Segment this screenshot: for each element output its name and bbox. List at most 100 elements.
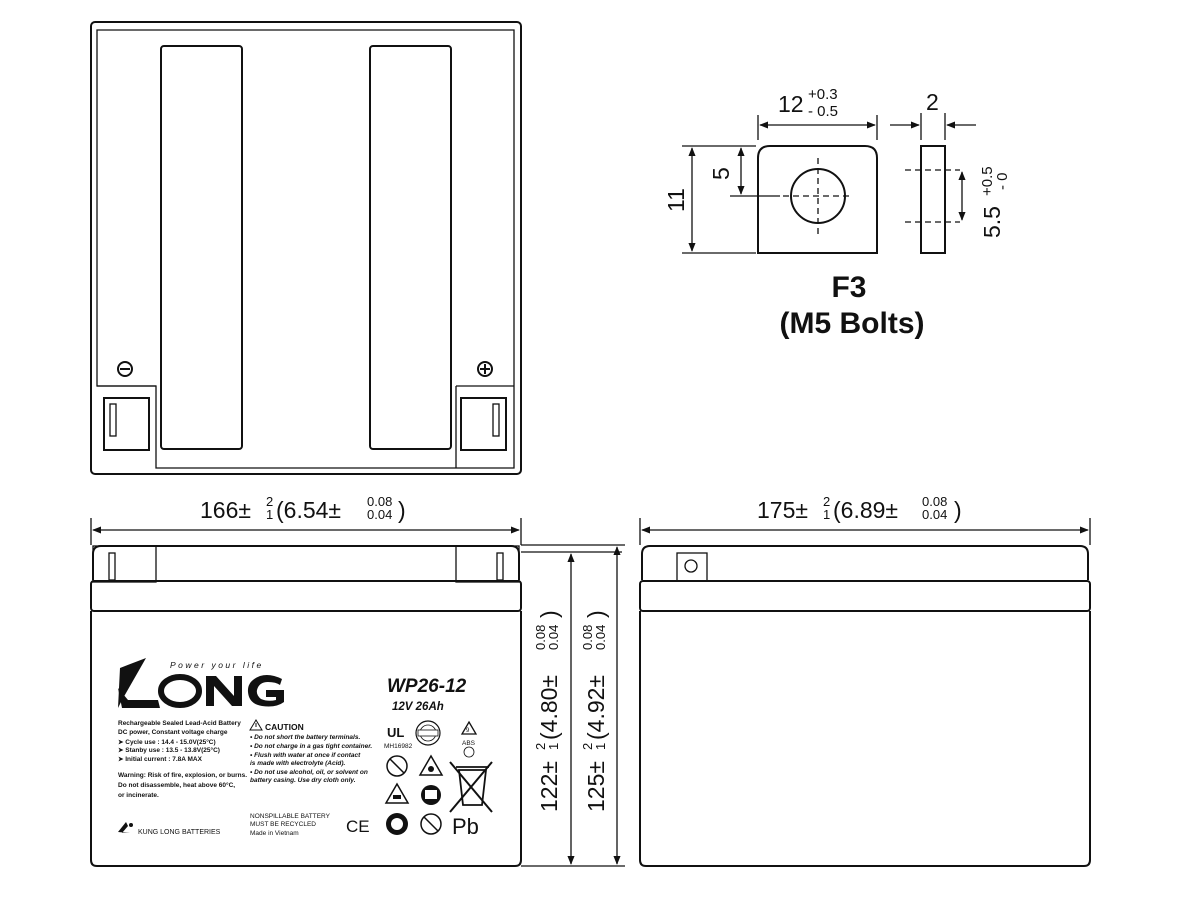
side-lid [639,580,1091,612]
top-view [90,21,522,475]
length-inch: (6.54± [276,497,341,523]
no-trash-icon [420,813,442,835]
top-view-positive-terminal [460,397,507,451]
terminal-plate-front [757,145,878,254]
warning-line-3: or incinerate. [118,792,159,799]
caution-line-5: • Do not use alcohol, oil, or solvent on [250,769,368,776]
total-height-mm-tol-plus: 2 [580,743,595,750]
positive-terminal-icon [477,361,493,377]
hole-offset-value: 5 [708,167,734,180]
abs-mark: ABS [462,740,476,747]
model-number: WP26-12 [387,676,467,697]
terminal-width-tol-minus: - 0.5 [808,103,838,120]
no-short-circuit-icon [386,755,408,777]
kung-long-logo-icon [118,822,133,833]
side-terminal [676,552,708,582]
container-height-mm: 122± [536,761,562,812]
svg-text:9: 9 [466,728,470,734]
desc-line-4: ➤ Stanby use : 13.5 - 13.8V(25°C) [118,746,220,754]
container-height-mm-tol-plus: 2 [533,743,548,750]
container-height-close: ) [536,610,562,618]
front-lid-top [92,545,520,580]
crossed-bin-icon [449,761,493,813]
total-height-close: ) [583,610,609,618]
terminal-plate-side [920,145,946,254]
container-height-inch: (4.80± [536,675,562,740]
corrosive-warning-icon [384,782,410,804]
length-mm-tol-minus: 1 [266,507,273,522]
svg-text:UL: UL [387,725,404,740]
ce-mark-icon: CE [346,817,370,836]
length-in-tol-plus: 0.08 [367,494,392,509]
width-mm-tol-plus: 2 [823,494,830,509]
total-height-in-tol-plus: 0.08 [580,625,595,650]
caution-line-3: • Flush with water at once if contact [250,752,361,759]
terminal-type-label: F3 [831,271,866,304]
total-height-mm-tol-minus: 1 [593,743,608,750]
nonspill-line-3: Made in Vietnam [250,830,299,837]
iso-seal-icon [415,720,441,746]
front-body [90,611,522,867]
warning-line-2: Do not disassemble, heat above 60°C, [118,781,235,789]
read-manual-icon [421,785,441,805]
length-mm-tol-plus: 2 [266,494,273,509]
top-view-negative-terminal [103,397,150,451]
svg-text:CE: CE [346,817,370,836]
terminal-bolt-label: (M5 Bolts) [780,307,925,340]
voltage-capacity: 12V 26Ah [392,701,444,713]
explosive-warning-icon [418,754,444,776]
total-height-mm: 125± [583,761,609,812]
terminal-thickness-value: 2 [926,89,939,115]
top-view-handle-slot-right [369,45,452,450]
desc-line-2: DC power, Constant voltage charge [118,729,228,736]
negative-terminal-icon [117,361,133,377]
width-mm: 175± [757,497,808,523]
ul-number: MH16982 [384,743,413,750]
warning-line-1: Warning: Risk of fire, explosion, or bur… [118,772,247,779]
length-in-tol-minus: 0.04 [367,507,392,522]
length-close: ) [398,497,406,523]
width-inch: (6.89± [833,497,898,523]
recycle-abs-icon: 9 [460,720,478,735]
container-height-mm-tol-minus: 1 [546,743,561,750]
battery-label: Power your life WP26-12 12V 26Ah Recharg… [118,658,493,839]
terminal-detail: 12 +0.3 - 0.5 2 11 5 5.5 +0.5 - 0 F3 (M5… [663,86,1011,340]
caution-line-1: • Do not short the battery terminals. [250,734,360,741]
manufacturer: KUNG LONG BATTERIES [138,829,221,836]
side-body [639,611,1091,867]
terminal-width-tol-plus: +0.3 [808,86,838,103]
width-mm-tol-minus: 1 [823,507,830,522]
container-height-in-tol-minus: 0.04 [546,625,561,650]
recycle-arrows-icon [463,746,475,758]
terminal-width-value: 12 [778,91,804,117]
height-dimensions: 122± 2 1 (4.80± 0.08 0.04 ) 125± 2 1 (4.… [521,544,625,867]
caution-triangle-icon [249,719,263,731]
no-fire-icon [386,813,408,835]
side-view: 175± 2 1 (6.89± 0.08 0.04 ) [639,494,1091,867]
caution-line-4: is made with electrolyte (Acid). [250,760,346,767]
pb-mark: Pb [452,814,479,839]
total-height-in-tol-minus: 0.04 [593,625,608,650]
front-terminal-positive [455,545,520,583]
caution-line-6: battery casing. Use dry cloth only. [250,777,356,784]
length-mm: 166± [200,497,251,523]
long-logo-icon [118,658,284,708]
width-in-tol-minus: 0.04 [922,507,947,522]
front-lid [90,580,522,612]
hole-diameter-tol-minus: - 0 [994,172,1011,190]
hole-diameter-tol-plus: +0.5 [979,166,996,196]
total-height-inch: (4.92± [583,675,609,740]
ul-mark-icon: UL [387,725,404,740]
side-lid-top [641,545,1089,580]
nonspill-line-1: NONSPILLABLE BATTERY [250,813,331,820]
brand-tagline: Power your life [170,660,264,670]
desc-line-3: ➤ Cycle use : 14.4 - 15.0V(25°C) [118,738,216,746]
front-terminal-negative [92,545,157,583]
caution-line-2: • Do not charge in a gas tight container… [250,743,372,750]
front-view: 166± 2 1 (6.54± 0.08 0.04 ) Power your l… [90,494,522,867]
terminal-height-value: 11 [663,188,689,212]
nonspill-line-2: MUST BE RECYCLED [250,821,316,828]
width-close: ) [954,497,962,523]
hole-diameter-value: 5.5 [979,206,1005,238]
